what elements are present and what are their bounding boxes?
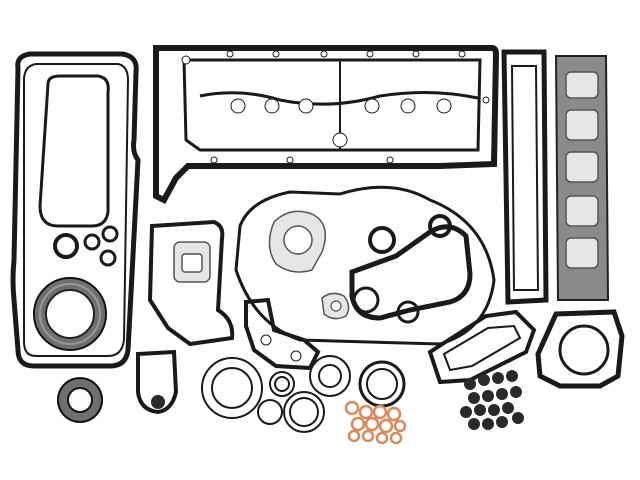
small-o-rings bbox=[53, 225, 119, 267]
exhaust-strip-gasket bbox=[501, 49, 549, 305]
rear-flange-gasket bbox=[535, 309, 625, 389]
vacuum-pump-gasket bbox=[136, 349, 179, 415]
oil-pan-gasket bbox=[10, 51, 141, 369]
valve-cover-gasket bbox=[153, 45, 500, 204]
oil-cooler-gasket bbox=[349, 214, 473, 324]
turbo-gasket bbox=[147, 219, 235, 347]
copper-washers bbox=[344, 400, 407, 445]
small-flange-gasket bbox=[321, 292, 350, 320]
intake-manifold-gasket bbox=[554, 55, 610, 301]
valve-stem-seals bbox=[460, 370, 524, 430]
valve-cover-bolt-holes bbox=[181, 50, 490, 164]
filter-housing-gasket bbox=[244, 297, 321, 371]
egr-gasket bbox=[427, 309, 537, 385]
crankshaft-seal bbox=[33, 277, 107, 351]
inner-cover-gasket bbox=[38, 74, 110, 228]
small-shaft-seal bbox=[57, 377, 103, 423]
water-pump-gasket bbox=[268, 210, 327, 273]
